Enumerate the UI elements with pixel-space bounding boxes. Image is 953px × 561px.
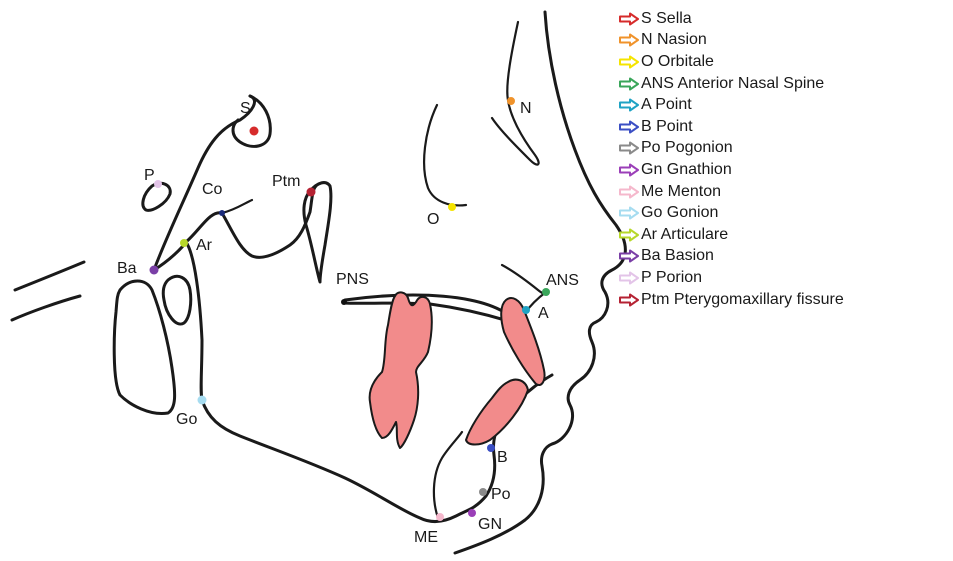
legend-item: Gn Gnathion: [618, 159, 953, 181]
arrow-right-icon: [618, 271, 640, 285]
arrow-right-icon: [618, 185, 640, 199]
legend-item: B Point: [618, 116, 953, 138]
landmark-dot-S: [250, 127, 259, 136]
legend-item-label: P Porion: [641, 269, 702, 287]
legend-item: A Point: [618, 94, 953, 116]
landmark-dot-Po: [479, 488, 487, 496]
orbit-outline: [424, 105, 466, 205]
arrow-right-icon: [618, 55, 640, 69]
landmark-label-ANS: ANS: [546, 272, 579, 289]
landmark-label-Ar: Ar: [196, 237, 213, 254]
landmark-dot-ANS: [542, 288, 550, 296]
arrow-right-icon: [618, 228, 640, 242]
landmark-dot-N: [507, 97, 515, 105]
legend-item-label: ANS Anterior Nasal Spine: [641, 75, 824, 93]
landmark-label-P: P: [144, 167, 155, 184]
landmark-dot-A: [522, 306, 530, 314]
arrow-right-icon: [618, 141, 640, 155]
arrow-right-icon: [618, 206, 640, 220]
landmark-label-Ba: Ba: [117, 260, 137, 277]
vertebra-upper: [15, 262, 84, 290]
pterygomaxillary-outline: [304, 183, 331, 282]
arrow-right-icon: [618, 12, 640, 26]
legend-item-label: Go Gonion: [641, 204, 718, 222]
legend-item-label: S Sella: [641, 10, 692, 28]
sella-outline: [233, 96, 270, 146]
legend-item: Ba Basion: [618, 246, 953, 268]
legend-item: Ar Articulare: [618, 224, 953, 246]
symphysis-inner: [434, 432, 462, 518]
legend-item: Po Pogonion: [618, 138, 953, 160]
arrow-right-icon: [618, 33, 640, 47]
landmark-dot-Go: [198, 396, 207, 405]
landmark-dot-Co: [219, 210, 225, 216]
legend-item: S Sella: [618, 8, 953, 30]
nasal-bone-outline: [492, 22, 539, 165]
arrow-right-icon: [618, 98, 640, 112]
landmark-dot-ME: [436, 513, 444, 521]
teeth: [370, 292, 545, 448]
arrow-right-icon: [618, 293, 640, 307]
legend-item: Ptm Pterygomaxillary fissure: [618, 289, 953, 311]
landmark-label-O: O: [427, 211, 439, 228]
legend-item-label: N Nasion: [641, 31, 707, 49]
landmark-dot-P: [154, 180, 162, 188]
landmark-dot-GN: [468, 509, 476, 517]
legend-item: ANS Anterior Nasal Spine: [618, 73, 953, 95]
legend-item-label: O Orbitale: [641, 53, 714, 71]
landmark-label-Ptm: Ptm: [272, 173, 300, 190]
arrow-right-icon: [618, 163, 640, 177]
facial-profile-outline: [455, 12, 625, 553]
landmark-dot-B: [487, 444, 495, 452]
landmark-label-ME: ME: [414, 529, 438, 546]
arrow-right-icon: [618, 77, 640, 91]
legend-item-label: A Point: [641, 96, 692, 114]
legend-item-label: Gn Gnathion: [641, 161, 732, 179]
molar-tooth: [370, 292, 432, 448]
legend-item-label: Ar Articulare: [641, 226, 728, 244]
landmark-dot-Ba: [150, 266, 159, 275]
landmark-dot-O: [448, 203, 456, 211]
landmark-label-N: N: [520, 100, 532, 117]
landmark-dot-Ar: [180, 239, 188, 247]
landmark-label-S: S: [240, 100, 251, 117]
vertebra-lower: [12, 296, 80, 320]
legend-item-label: B Point: [641, 118, 693, 136]
legend-item-label: Po Pogonion: [641, 139, 733, 157]
ans-line: [502, 265, 547, 294]
landmark-label-GN: GN: [478, 516, 502, 533]
legend-item: N Nasion: [618, 30, 953, 52]
co-line: [222, 200, 252, 213]
legend-item-label: Me Menton: [641, 183, 721, 201]
arrow-right-icon: [618, 120, 640, 134]
lower-incisor: [466, 380, 528, 445]
landmark-dot-Ptm: [307, 188, 316, 197]
landmark-dots: [150, 97, 551, 521]
landmark-label-Go: Go: [176, 411, 197, 428]
legend-item-label: Ba Basion: [641, 247, 714, 265]
legend-item: Me Menton: [618, 181, 953, 203]
landmark-label-Co: Co: [202, 181, 223, 198]
landmark-label-A: A: [538, 305, 549, 322]
arrow-right-icon: [618, 249, 640, 263]
skull-outlines: [12, 12, 625, 553]
legend-item: O Orbitale: [618, 51, 953, 73]
legend-item: P Porion: [618, 267, 953, 289]
landmark-label-B: B: [497, 449, 508, 466]
odontoid-process: [163, 276, 191, 324]
landmark-label-PNS: PNS: [336, 271, 369, 288]
landmark-label-Po: Po: [491, 486, 511, 503]
legend-item-label: Ptm Pterygomaxillary fissure: [641, 291, 844, 309]
landmark-dot-PNS: [341, 299, 347, 305]
legend-item: Go Gonion: [618, 202, 953, 224]
